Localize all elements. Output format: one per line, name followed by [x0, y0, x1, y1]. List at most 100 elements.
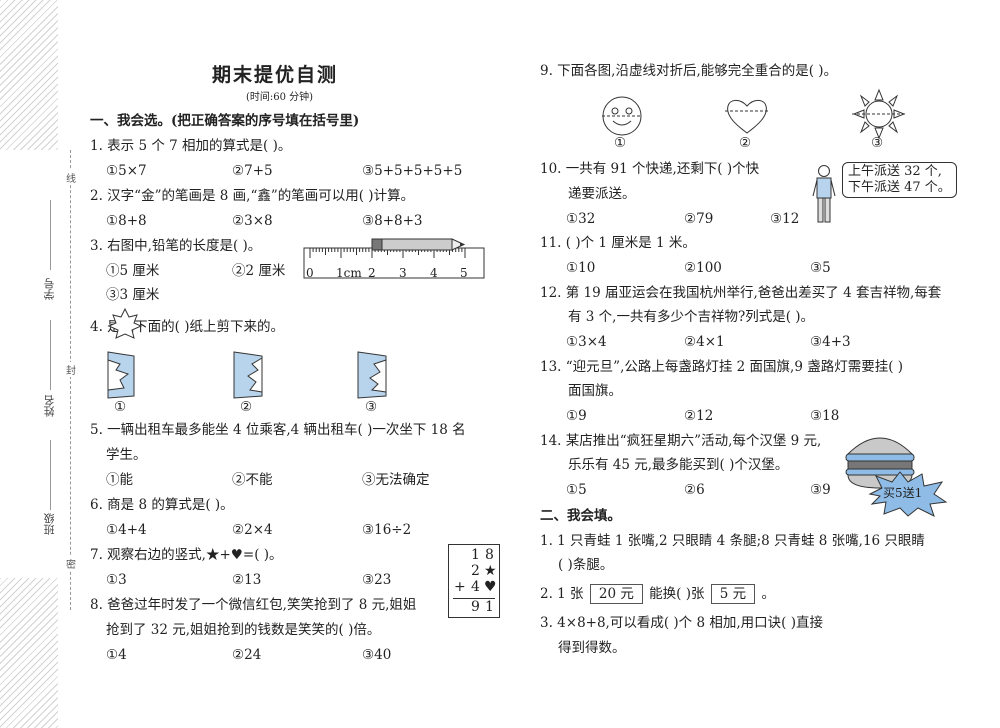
q4-label-2[interactable]: ② [240, 399, 253, 415]
ruler-label-2: 2 [368, 266, 376, 280]
q8-option-1[interactable]: ①4 [106, 647, 127, 663]
q1-option-2[interactable]: ②7+5 [232, 163, 273, 179]
q10-option-3[interactable]: ③12 [770, 211, 800, 227]
q13-stem-line2: 面国旗。 [568, 383, 622, 399]
binding-stripe-top [0, 0, 58, 150]
binding-mark-line: 线 [66, 170, 76, 185]
binding-stripe-bottom [0, 578, 58, 728]
student-id-label: 学号 [43, 278, 56, 300]
maple-leaf-icon [107, 307, 143, 339]
ruler-label-3: 3 [399, 266, 407, 280]
q13-option-3[interactable]: ③18 [810, 408, 840, 424]
q12-stem-line1: 12. 第 19 届亚运会在我国杭州举行,爸爸出差买了 4 套吉祥物,每套 [540, 285, 942, 301]
vert-r4-ones: 1 [485, 599, 494, 615]
q10-option-2[interactable]: ②79 [684, 211, 714, 227]
q8-stem-line2: 抢到了 32 元,姐姐抢到的钱数是笑笑的( )倍。 [106, 622, 381, 638]
promo-badge-text: 买5送1 [883, 486, 923, 500]
smiley-face-icon [602, 96, 642, 136]
q14-option-3[interactable]: ③9 [810, 482, 831, 498]
q14-option-1[interactable]: ①5 [566, 482, 587, 498]
q2-option-2[interactable]: ②3×8 [232, 213, 273, 229]
q3-option-2[interactable]: ②2 厘米 [232, 263, 286, 279]
f1-line2: ( )条腿。 [558, 557, 614, 573]
heart-icon: ♥ [484, 579, 497, 595]
f3-line2: 得到得数。 [558, 640, 626, 656]
section1-heading: 一、我会选。(把正确答案的序号填在括号里) [90, 113, 360, 129]
q8-stem-line1: 8. 爸爸过年时发了一个微信红包,笑笑抢到了 8 元,姐姐 [90, 597, 417, 613]
q7-option-1[interactable]: ①3 [106, 572, 127, 588]
q11-option-3[interactable]: ③5 [810, 260, 831, 276]
q2-option-3[interactable]: ③8+8+3 [362, 213, 423, 229]
q7-stem: 7. 观察右边的竖式,★+♥=( )。 [90, 547, 283, 563]
q9-label-1[interactable]: ① [614, 135, 627, 151]
q3-option-1[interactable]: ①5 厘米 [106, 263, 160, 279]
class-label: 班级 [43, 513, 56, 535]
q13-stem-line1: 13. “迎元旦”,公路上每盏路灯挂 2 面国旗,9 盏路灯需要挂( ) [540, 359, 904, 375]
q1-option-3[interactable]: ③5+5+5+5+5 [362, 163, 463, 179]
q5-stem-line1: 5. 一辆出租车最多能坐 4 位乘客,4 辆出租车( )一次坐下 18 名 [90, 422, 466, 438]
q10-option-1[interactable]: ①32 [566, 211, 596, 227]
cut-paper-3-icon [357, 351, 387, 399]
f2-line: 2. 1 张 20 元 能换( )张 5 元 。 [540, 584, 775, 604]
q2-stem: 2. 汉字“金”的笔画是 8 画,“鑫”的笔画可以用( )计算。 [90, 188, 415, 204]
q3-stem: 3. 右图中,铅笔的长度是( )。 [90, 238, 262, 254]
q7-option-2[interactable]: ②13 [232, 572, 262, 588]
promo-starburst-icon [868, 471, 948, 517]
q10-stem-line1: 10. 一共有 91 个快递,还剩下( )个快 [540, 161, 760, 177]
ruler-label-4: 4 [430, 266, 438, 280]
q3-option-3[interactable]: ③3 厘米 [106, 287, 160, 303]
sun-icon [852, 88, 906, 140]
q14-stem-line1: 14. 某店推出“疯狂星期六”活动,每个汉堡 9 元, [540, 433, 822, 449]
f1-line1: 1. 1 只青蛙 1 张嘴,2 只眼睛 4 条腿;8 只青蛙 8 张嘴,16 只… [540, 533, 925, 549]
q6-option-2[interactable]: ②2×4 [232, 522, 273, 538]
vert-sum-line [453, 598, 495, 599]
vert-plus-sign: + [454, 579, 466, 595]
q5-option-3[interactable]: ③无法确定 [362, 472, 430, 488]
q8-option-2[interactable]: ②24 [232, 647, 262, 663]
q9-label-3[interactable]: ③ [871, 135, 884, 151]
q9-label-2[interactable]: ② [739, 135, 752, 151]
vert-r3-tens: 4 [471, 579, 480, 595]
f3-line1: 3. 4×8+8,可以看成( )个 8 相加,用口诀( )直接 [540, 615, 823, 631]
q5-option-2[interactable]: ②不能 [232, 472, 273, 488]
q12-option-3[interactable]: ③4+3 [810, 334, 851, 350]
star-icon: ★ [484, 563, 497, 579]
page-title: 期末提优自测 [212, 64, 339, 86]
q6-option-3[interactable]: ③16÷2 [362, 522, 412, 538]
q11-stem: 11. ( )个 1 厘米是 1 米。 [540, 235, 696, 251]
q13-option-2[interactable]: ②12 [684, 408, 714, 424]
q4-label-3[interactable]: ③ [365, 399, 378, 415]
section2-heading: 二、我会填。 [540, 508, 621, 524]
q1-option-1[interactable]: ①5×7 [106, 163, 147, 179]
vert-r1-tens: 1 [471, 547, 480, 563]
cut-paper-1-icon [107, 351, 135, 399]
vert-r1-ones: 8 [485, 547, 494, 563]
f2-text-b: 能换( )张 [649, 586, 705, 602]
q5-option-1[interactable]: ①能 [106, 472, 133, 488]
q11-option-1[interactable]: ①10 [566, 260, 596, 276]
name-label: 姓名 [43, 395, 56, 417]
q12-option-2[interactable]: ②4×1 [684, 334, 725, 350]
q4-label-1[interactable]: ① [114, 399, 127, 415]
ruler-pencil-figure [303, 238, 485, 279]
heart-shape-icon [725, 99, 769, 134]
q8-option-3[interactable]: ③40 [362, 647, 392, 663]
student-id-line [50, 200, 51, 270]
ruler-label-5: 5 [460, 266, 468, 280]
binding-mark-seal: 封 [66, 362, 76, 377]
time-limit: (时间:60 分钟) [246, 92, 314, 103]
f2-text-c: 。 [761, 586, 775, 602]
binding-mark-secret: 密 [66, 556, 76, 571]
q2-option-1[interactable]: ①8+8 [106, 213, 147, 229]
q14-option-2[interactable]: ②6 [684, 482, 705, 498]
q4-stem: 4. 是从下面的( )纸上剪下来的。 [90, 319, 284, 335]
q6-option-1[interactable]: ①4+4 [106, 522, 147, 538]
q12-option-1[interactable]: ①3×4 [566, 334, 607, 350]
q7-option-3[interactable]: ③23 [362, 572, 392, 588]
q13-option-1[interactable]: ①9 [566, 408, 587, 424]
name-line [50, 320, 51, 390]
q11-option-2[interactable]: ②100 [684, 260, 722, 276]
q1-stem: 1. 表示 5 个 7 相加的算式是( )。 [90, 138, 292, 154]
class-line [50, 440, 51, 510]
courier-person-icon [812, 165, 836, 223]
